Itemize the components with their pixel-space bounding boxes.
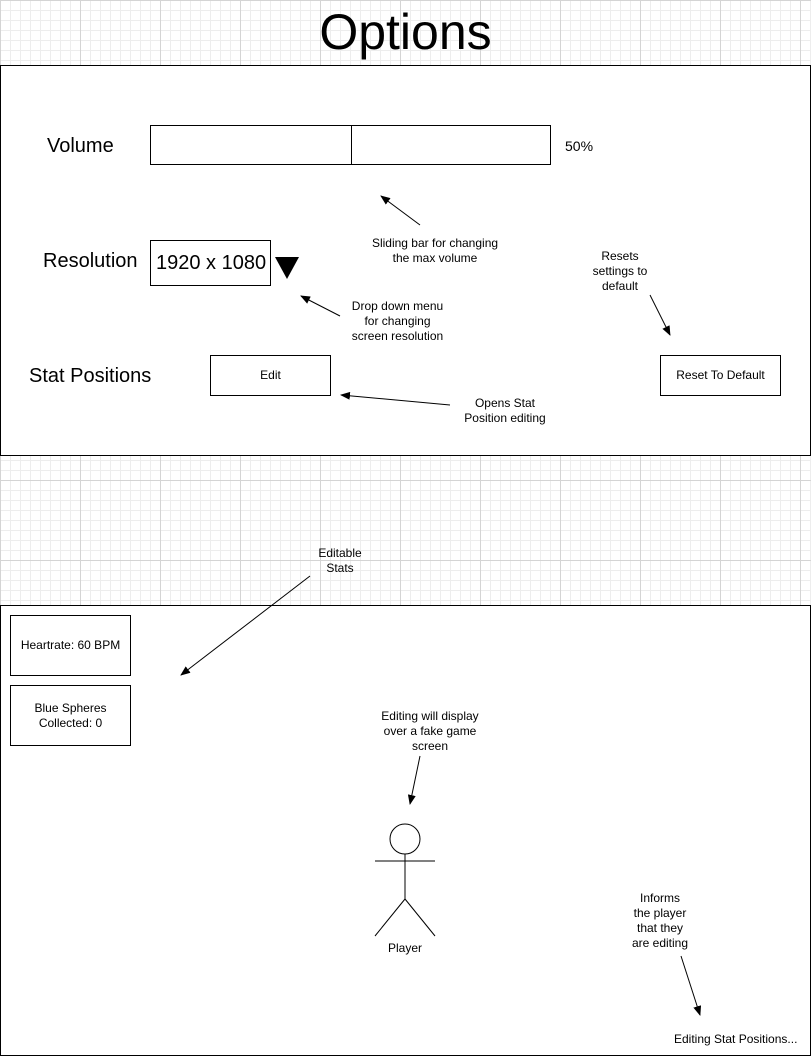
page-title: Options xyxy=(319,4,492,60)
dropdown-arrow-icon[interactable] xyxy=(275,257,299,279)
volume-value: 50% xyxy=(565,138,594,154)
reset-note: Resets settings to default xyxy=(592,249,648,293)
player-label: Player xyxy=(387,941,422,955)
volume-slider-handle[interactable] xyxy=(350,126,352,164)
status-note: Informs the player that they are editing xyxy=(631,891,689,950)
edit-note: Opens Stat Position editing xyxy=(464,396,546,425)
reset-to-default-button[interactable]: Reset To Default xyxy=(660,355,781,396)
player-figure-icon xyxy=(374,823,436,937)
stats-note: Editable Stats xyxy=(318,546,362,575)
game-screen-note: Editing will display over a fake game sc… xyxy=(381,709,479,753)
heartrate-stat[interactable]: Heartrate: 60 BPM xyxy=(10,615,131,676)
slider-note: Sliding bar for changing the max volume xyxy=(371,236,499,265)
volume-label: Volume xyxy=(47,135,114,157)
editing-status-text: Editing Stat Positions... xyxy=(674,1032,798,1046)
blue-spheres-stat[interactable]: Blue Spheres Collected: 0 xyxy=(10,685,131,746)
edit-button[interactable]: Edit xyxy=(210,355,331,396)
resolution-label: Resolution xyxy=(43,250,138,272)
dropdown-note: Drop down menu for changing screen resol… xyxy=(351,299,444,343)
volume-slider[interactable] xyxy=(150,125,551,165)
resolution-selected-value: 1920 x 1080 xyxy=(156,252,267,274)
stat-positions-label: Stat Positions xyxy=(29,365,152,387)
resolution-dropdown[interactable]: 1920 x 1080 xyxy=(150,240,271,286)
